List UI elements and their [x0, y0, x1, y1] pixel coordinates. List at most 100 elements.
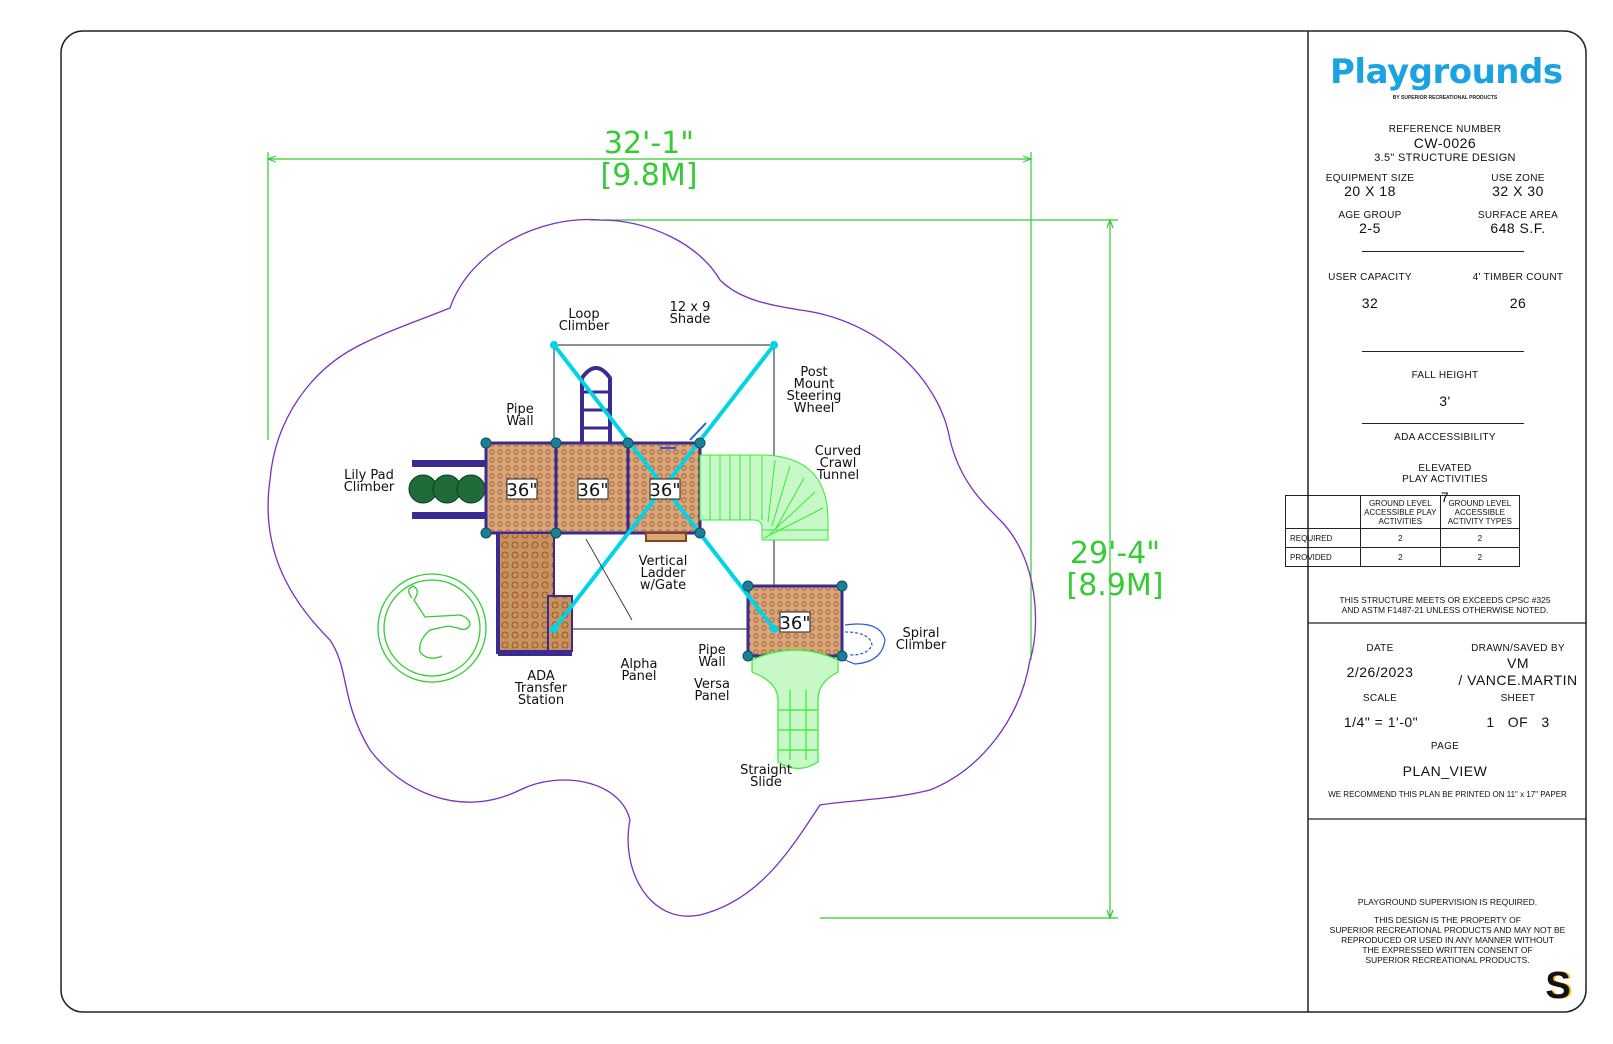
width-dim-text: 32'-1": [604, 126, 694, 161]
label-post-mount-1: Post: [800, 365, 827, 380]
ada-table-col2: GROUND LEVEL ACCESSIBLE ACTIVITY TYPES: [1439, 495, 1521, 529]
label-spiral-climber-2: Climber: [896, 638, 947, 653]
label-shade-1: 12 x 9: [670, 300, 711, 315]
label-lily-pad-2: Climber: [344, 480, 395, 495]
page-label: PAGE: [1430, 741, 1460, 752]
label-loop-climber-1: Loop: [568, 307, 599, 322]
elevated-label-1: ELEVATED: [1418, 463, 1472, 474]
width-dim-metric-text: [9.8M]: [600, 158, 697, 193]
height-dim-text: 29'-4": [1070, 536, 1160, 571]
logo: Playgrounds: [1330, 52, 1563, 92]
age-group-label: AGE GROUP: [1338, 210, 1402, 221]
sheet-label: SHEET: [1500, 693, 1536, 704]
height-dim-metric-text: [8.9M]: [1066, 568, 1163, 603]
lily-pad-climber: [408, 460, 487, 519]
reference-number: CW-0026: [1413, 135, 1477, 151]
drawn-initials: VM: [1507, 655, 1529, 671]
label-pipe-wall-bottom-1: Pipe: [698, 643, 725, 658]
leader-lines: [585, 538, 633, 621]
divider-1: [1362, 251, 1524, 252]
vertical-ladder: [645, 532, 687, 542]
deck-posts: [480, 437, 848, 662]
drawn-label: DRAWN/SAVED BY: [1471, 643, 1565, 654]
loop-climber: [580, 366, 612, 443]
label-curved-crawl-2: Crawl: [820, 456, 857, 471]
straight-slide: [751, 649, 839, 770]
label-vertical-ladder-3: w/Gate: [640, 578, 686, 593]
label-spiral-climber-1: Spiral: [902, 626, 939, 641]
age-group: 2-5: [1359, 220, 1381, 236]
supervision-note: PLAYGROUND SUPERVISION IS REQUIRED.: [1357, 897, 1538, 907]
ada-row-value: 2: [1360, 547, 1441, 567]
label-alpha-panel-1: Alpha: [621, 657, 658, 672]
fall-height-label: FALL HEIGHT: [1411, 370, 1479, 381]
user-capacity: 32: [1361, 295, 1379, 311]
label-curved-crawl-1: Curved: [815, 444, 862, 459]
fall-height: 3': [1439, 393, 1451, 409]
logo-subtitle: BY SUPERIOR RECREATIONAL PRODUCTS: [1392, 95, 1498, 101]
compliance-line-1: THIS STRUCTURE MEETS OR EXCEEDS CPSC #32…: [1339, 595, 1551, 605]
label-lily-pad-1: Lily Pad: [344, 468, 394, 483]
label-ada-transfer-3: Station: [518, 693, 564, 708]
label-post-mount-4: Wheel: [794, 401, 835, 416]
label-ada-transfer-2: Transfer: [514, 681, 568, 696]
ada-transfer-station: [496, 532, 573, 656]
sheet-value: 1 OF 3: [1486, 714, 1550, 730]
divider-3: [1362, 423, 1524, 424]
scale-value: 1/4" = 1'-0": [1343, 714, 1419, 730]
structure-design: 3.5" STRUCTURE DESIGN: [1374, 152, 1516, 164]
shade-posts: [550, 341, 778, 633]
user-capacity-label: USER CAPACITY: [1328, 272, 1412, 283]
ada-row-label: REQUIRED: [1285, 528, 1361, 548]
use-zone-outline: [267, 218, 1037, 917]
ada-row-value: 2: [1439, 528, 1521, 548]
steering-wheel: [660, 422, 707, 449]
property-line-2: SUPERIOR RECREATIONAL PRODUCTS AND MAY N…: [1329, 925, 1566, 935]
label-pipe-wall-bottom-2: Wall: [698, 655, 725, 670]
elevated-label-2: PLAY ACTIVITIES: [1402, 474, 1488, 485]
use-zone-label: USE ZONE: [1491, 173, 1545, 184]
label-post-mount-2: Mount: [794, 377, 835, 392]
property-line-4: THE EXPRESSED WRITTEN CONSENT OF: [1362, 945, 1533, 955]
page-value: PLAN_VIEW: [1402, 763, 1488, 779]
equipment-size: 20 X 18: [1344, 183, 1396, 199]
date-value: 2/26/2023: [1346, 664, 1414, 680]
curved-crawl-tunnel: [699, 454, 829, 541]
label-pipe-wall-top-2: Wall: [506, 414, 533, 429]
property-line-5: SUPERIOR RECREATIONAL PRODUCTS.: [1365, 955, 1530, 965]
accessibility-icon: [377, 573, 487, 683]
label-alpha-panel-2: Panel: [621, 669, 656, 684]
label-vertical-ladder-2: Ladder: [640, 566, 686, 581]
compliance-line-2: AND ASTM F1487-21 UNLESS OTHERWISE NOTED…: [1341, 605, 1549, 615]
deck-height-labels: [506, 478, 811, 633]
ada-label: ADA ACCESSIBILITY: [1394, 432, 1496, 443]
ada-row-value: 2: [1439, 547, 1521, 567]
deck-label-3: 36": [649, 480, 680, 501]
reference-label: REFERENCE NUMBER: [1388, 124, 1502, 135]
width-dimension: [266, 152, 1033, 660]
label-vertical-ladder-1: Vertical: [639, 554, 688, 569]
spiral-climber: [844, 623, 886, 665]
label-versa-panel-2: Panel: [694, 689, 729, 704]
ada-table: GROUND LEVEL ACCESSIBLE PLAY ACTIVITIES …: [1285, 495, 1521, 567]
property-line-1: THIS DESIGN IS THE PROPERTY OF: [1374, 915, 1521, 925]
deck-label-1: 36": [506, 480, 537, 501]
ada-table-corner: [1285, 495, 1361, 529]
ada-row-label: PROVIDED: [1285, 547, 1361, 567]
label-curved-crawl-3: Tunnel: [816, 468, 859, 483]
date-label: DATE: [1366, 643, 1394, 654]
label-versa-panel-1: Versa: [694, 677, 730, 692]
label-ada-transfer-1: ADA: [527, 669, 555, 684]
label-straight-slide-1: Straight: [740, 763, 792, 778]
drawn-name: / VANCE.MARTIN: [1458, 672, 1578, 688]
surface-area: 648 S.F.: [1490, 220, 1546, 236]
ada-row-value: 2: [1360, 528, 1441, 548]
ada-table-col1: GROUND LEVEL ACCESSIBLE PLAY ACTIVITIES: [1360, 495, 1441, 529]
label-pipe-wall-top-1: Pipe: [506, 402, 533, 417]
label-shade-2: Shade: [670, 312, 711, 327]
timber-count-label: 4' TIMBER COUNT: [1472, 272, 1564, 283]
timber-count: 26: [1509, 295, 1527, 311]
label-loop-climber-2: Climber: [559, 319, 610, 334]
property-line-3: REPRODUCED OR USED IN ANY MANNER WITHOUT: [1341, 935, 1554, 945]
